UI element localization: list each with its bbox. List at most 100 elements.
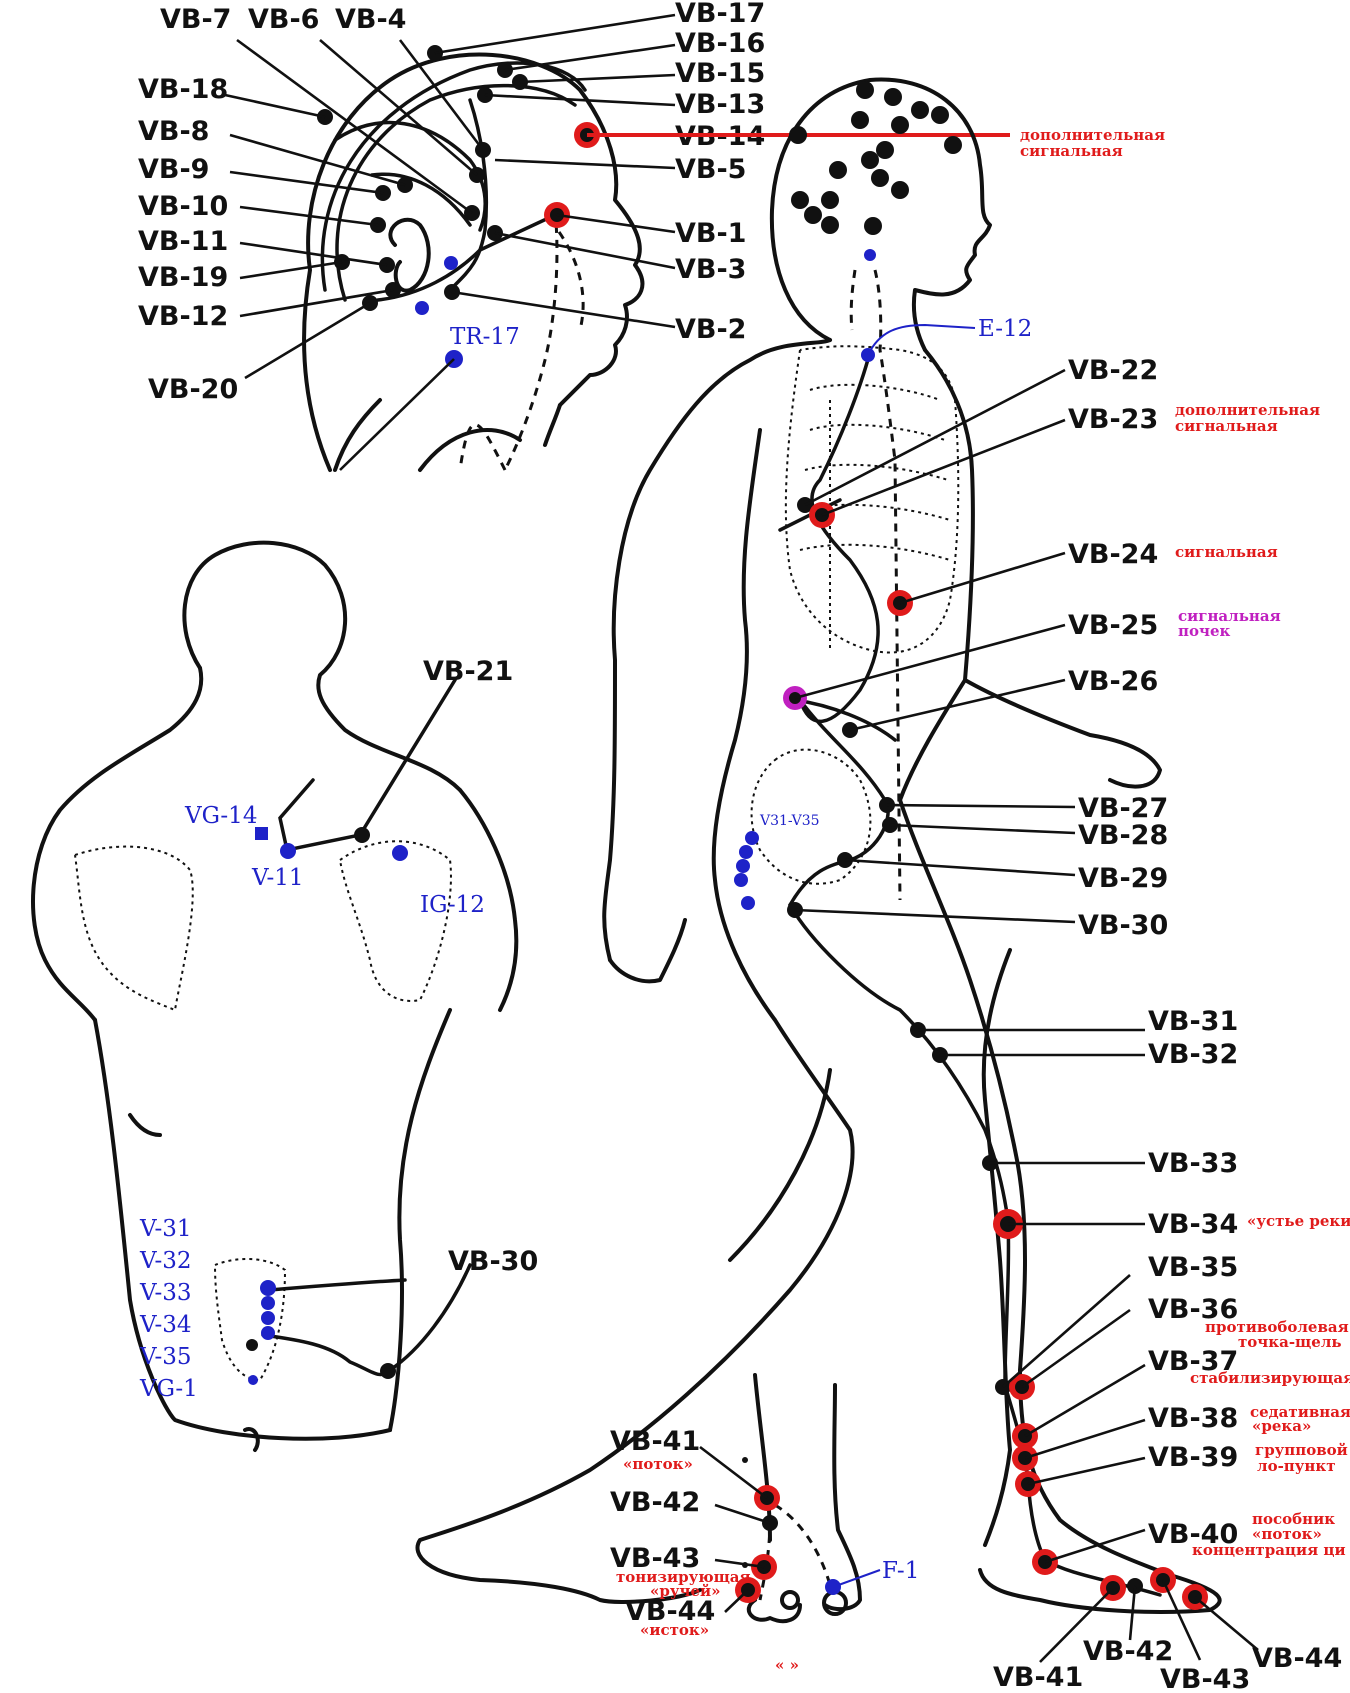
point-vb21 bbox=[354, 827, 370, 843]
label-vb32: VB-32 bbox=[1148, 1039, 1238, 1070]
label-v32: V-32 bbox=[139, 1248, 192, 1274]
label-vb16: VB-16 bbox=[675, 28, 765, 59]
label-vb30-back: VB-30 bbox=[448, 1246, 538, 1277]
note-vb39-1: групповой bbox=[1255, 1441, 1348, 1459]
label-f1: F-1 bbox=[882, 1558, 919, 1584]
point-vg1 bbox=[248, 1375, 258, 1385]
note-vb43-2: «ручей» bbox=[650, 1582, 721, 1600]
label-vb31: VB-31 bbox=[1148, 1006, 1238, 1037]
note-vb44: «исток» bbox=[640, 1621, 709, 1639]
label-vb22: VB-22 bbox=[1068, 355, 1158, 386]
label-vb3: VB-3 bbox=[675, 254, 746, 285]
note-vb14-1: дополнительная bbox=[1020, 126, 1165, 144]
front-foot-points bbox=[735, 1457, 841, 1603]
label-vb24: VB-24 bbox=[1068, 539, 1158, 570]
note-vb40-1: пособник bbox=[1252, 1510, 1335, 1528]
note-vb14-2: сигнальная bbox=[1020, 142, 1123, 160]
label-vb8: VB-8 bbox=[138, 116, 209, 147]
label-vb20: VB-20 bbox=[148, 374, 238, 405]
label-vb33: VB-33 bbox=[1148, 1148, 1238, 1179]
label-vb29: VB-29 bbox=[1078, 863, 1168, 894]
note-vb37: стабилизирующая bbox=[1190, 1369, 1350, 1387]
back-labels: VB-21 VG-14 V-11 IG-12 V-31 V-32 V-33 V-… bbox=[139, 656, 538, 1402]
label-vb21: VB-21 bbox=[423, 656, 513, 687]
note-vb41: «поток» bbox=[623, 1455, 693, 1473]
label-vb42-right: VB-42 bbox=[1083, 1636, 1173, 1667]
note-vb34: «устье реки bbox=[1247, 1212, 1350, 1230]
front-foot-labels: VB-41 «поток» VB-42 VB-43 тонизирующая «… bbox=[610, 1426, 919, 1674]
point-v35 bbox=[246, 1339, 258, 1351]
label-v35: V-35 bbox=[139, 1344, 192, 1370]
label-vb39: VB-39 bbox=[1148, 1442, 1238, 1473]
note-vb39-2: ло-пункт bbox=[1257, 1457, 1336, 1475]
point-v32 bbox=[261, 1296, 275, 1310]
note-vb25-2: почек bbox=[1178, 622, 1231, 640]
standing-figure bbox=[415, 77, 1222, 1614]
label-vb19: VB-19 bbox=[138, 262, 228, 293]
label-vg14: VG-14 bbox=[184, 803, 257, 829]
front-foot-leaders bbox=[699, 1445, 881, 1613]
label-vb41-right: VB-41 bbox=[993, 1662, 1083, 1693]
note-vb40-3: концентрация ци bbox=[1192, 1541, 1346, 1559]
label-vb2: VB-2 bbox=[675, 314, 746, 345]
point-ig12 bbox=[392, 845, 408, 861]
head-label-text: VB-7 VB-6 VB-4 VB-17 VB-16 VB-15 VB-13 V… bbox=[138, 0, 765, 405]
label-v11: V-11 bbox=[251, 865, 304, 891]
label-vb12: VB-12 bbox=[138, 301, 228, 332]
point-v34 bbox=[261, 1326, 275, 1340]
label-vb34: VB-34 bbox=[1148, 1209, 1238, 1240]
label-vb30: VB-30 bbox=[1078, 910, 1168, 941]
label-vb44-right: VB-44 bbox=[1252, 1643, 1342, 1674]
note-stray: « » bbox=[775, 1656, 799, 1674]
label-vb11: VB-11 bbox=[138, 226, 228, 257]
head-profile bbox=[302, 52, 645, 472]
label-ig12: IG-12 bbox=[420, 892, 485, 918]
label-vb7: VB-7 bbox=[160, 4, 231, 35]
point-vg14 bbox=[255, 827, 268, 840]
label-vb28: VB-28 bbox=[1078, 820, 1168, 851]
label-vb15: VB-15 bbox=[675, 58, 765, 89]
label-vb10: VB-10 bbox=[138, 191, 228, 222]
note-vb25-1: сигнальная bbox=[1178, 607, 1281, 625]
back-points bbox=[246, 827, 408, 1385]
note-vb23-2: сигнальная bbox=[1175, 417, 1278, 435]
label-e12: E-12 bbox=[978, 316, 1032, 342]
label-v31-v35: V31-V35 bbox=[759, 813, 820, 829]
label-vb25: VB-25 bbox=[1068, 610, 1158, 641]
label-vb36: VB-36 bbox=[1148, 1294, 1238, 1325]
point-vb30-back bbox=[380, 1363, 396, 1379]
note-vb36-2: точка-щель bbox=[1238, 1333, 1342, 1351]
label-vb9: VB-9 bbox=[138, 154, 209, 185]
point-vb3-blue bbox=[444, 256, 458, 270]
label-v34: V-34 bbox=[139, 1312, 192, 1338]
head-leaders bbox=[224, 13, 676, 471]
label-vb43-left: VB-43 bbox=[610, 1543, 700, 1574]
note-vb36-1: противоболевая bbox=[1205, 1318, 1349, 1336]
standing-label-text: E-12 VB-22 VB-23 дополнительная сигнальн… bbox=[759, 316, 1350, 1693]
label-vb27: VB-27 bbox=[1078, 793, 1168, 824]
label-vb6: VB-6 bbox=[248, 4, 319, 35]
note-vb38-1: седативная bbox=[1250, 1403, 1350, 1421]
note-vb40-2: «поток» bbox=[1252, 1525, 1322, 1543]
label-vb35: VB-35 bbox=[1148, 1252, 1238, 1283]
label-vb43-right: VB-43 bbox=[1160, 1664, 1250, 1693]
label-v33: V-33 bbox=[139, 1280, 192, 1306]
label-vb17: VB-17 bbox=[675, 0, 765, 29]
standing-head-dots bbox=[789, 81, 962, 261]
note-vb24: сигнальная bbox=[1175, 543, 1278, 561]
label-vb5: VB-5 bbox=[675, 154, 746, 185]
label-v31: V-31 bbox=[139, 1216, 192, 1242]
note-vb43-1: тонизирующая bbox=[616, 1568, 751, 1586]
label-vb1: VB-1 bbox=[675, 218, 746, 249]
label-vb18: VB-18 bbox=[138, 74, 228, 105]
label-vb38: VB-38 bbox=[1148, 1403, 1238, 1434]
point-v33 bbox=[261, 1311, 275, 1325]
label-vb41-left: VB-41 bbox=[610, 1426, 700, 1457]
note-vb23-1: дополнительная bbox=[1175, 401, 1320, 419]
label-vb44-left: VB-44 bbox=[625, 1596, 715, 1627]
label-vb40: VB-40 bbox=[1148, 1519, 1238, 1550]
label-vb37: VB-37 bbox=[1148, 1346, 1238, 1377]
label-vb42-left: VB-42 bbox=[610, 1487, 700, 1518]
label-vb13: VB-13 bbox=[675, 89, 765, 120]
